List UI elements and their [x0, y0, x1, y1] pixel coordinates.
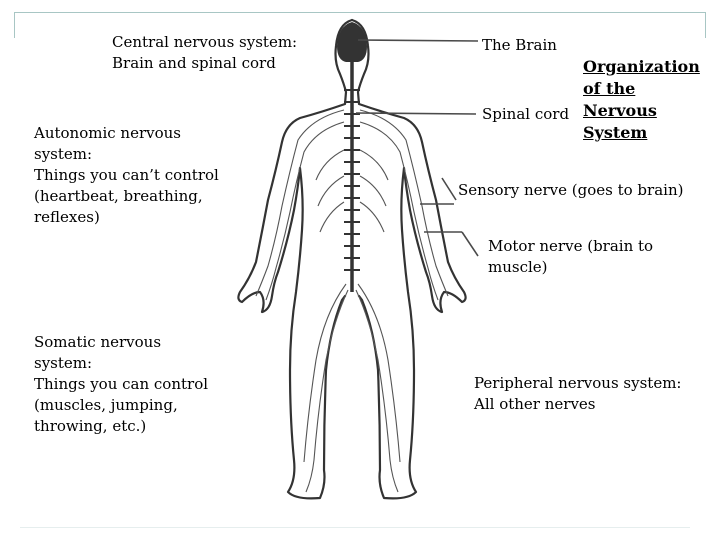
- peripheral-nerves: [255, 109, 449, 493]
- sensory-nerve-label: Sensory nerve (goes to brain): [458, 181, 684, 199]
- brain-shape: [337, 22, 367, 62]
- body-outline: [237, 18, 467, 500]
- leader-lines: [355, 39, 479, 257]
- peripheral-nervous-system-label: Peripheral nervous system: All other ner…: [474, 374, 682, 413]
- spinal-cord: [344, 60, 360, 292]
- frame-bottom-border: [20, 527, 690, 528]
- brain-label: The Brain: [482, 36, 557, 54]
- spinal-cord-label: Spinal cord: [482, 105, 570, 123]
- central-nervous-system-label: Central nervous system: Brain and spinal…: [112, 33, 298, 72]
- frame-right-border: [705, 12, 706, 38]
- frame-top-border: [14, 12, 706, 13]
- frame-left-border: [14, 12, 15, 38]
- motor-nerve-label: Motor nerve (brain to muscle): [488, 237, 654, 276]
- somatic-nervous-system-label: Somatic nervous system: Things you can c…: [34, 333, 209, 435]
- diagram-title: Organization of the Nervous System: [583, 57, 700, 142]
- autonomic-nervous-system-label: Autonomic nervous system: Things you can…: [34, 124, 219, 226]
